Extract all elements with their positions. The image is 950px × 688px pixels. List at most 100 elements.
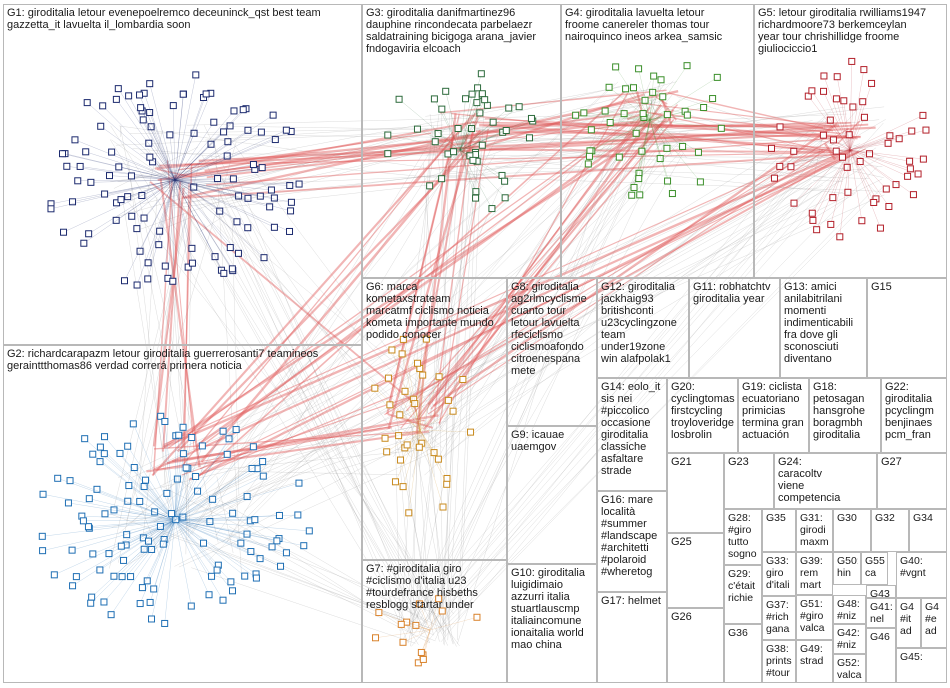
node-g6[interactable] (449, 407, 457, 415)
node-g2[interactable] (66, 477, 74, 485)
node-g1[interactable] (59, 150, 67, 158)
group-cell-g15[interactable]: G15 (867, 278, 947, 378)
node-g2[interactable] (39, 547, 47, 555)
group-cell-g38[interactable]: G38: prints #tour (762, 640, 796, 683)
node-g3[interactable] (472, 194, 480, 202)
node-g3[interactable] (431, 138, 439, 146)
node-g6[interactable] (403, 441, 411, 449)
node-g5[interactable] (844, 188, 852, 196)
node-g4[interactable] (572, 111, 580, 119)
node-g4[interactable] (622, 85, 630, 93)
node-g6[interactable] (415, 443, 423, 451)
node-g5[interactable] (919, 155, 927, 163)
node-g2[interactable] (144, 537, 152, 545)
node-g2[interactable] (179, 450, 187, 458)
node-g5[interactable] (870, 198, 878, 206)
node-g1[interactable] (233, 218, 241, 226)
node-g1[interactable] (267, 186, 275, 194)
node-g4[interactable] (639, 110, 647, 118)
node-g6[interactable] (434, 455, 442, 463)
node-g5[interactable] (820, 72, 828, 80)
node-g4[interactable] (683, 62, 691, 70)
group-cell-g41[interactable]: G41: nel (866, 598, 896, 628)
node-g1[interactable] (234, 249, 242, 257)
node-g1[interactable] (138, 191, 146, 199)
node-g4[interactable] (663, 111, 671, 119)
node-g3[interactable] (476, 109, 484, 117)
node-g1[interactable] (226, 122, 234, 130)
node-g1[interactable] (133, 281, 141, 289)
node-g2[interactable] (173, 475, 181, 483)
group-cell-g19[interactable]: G19: ciclista ecuatoriano primicias term… (738, 378, 809, 453)
node-g6[interactable] (383, 448, 391, 456)
node-g1[interactable] (115, 163, 123, 171)
node-g2[interactable] (228, 587, 236, 595)
node-g2[interactable] (199, 539, 207, 547)
node-g5[interactable] (914, 170, 922, 178)
node-g1[interactable] (112, 95, 120, 103)
node-g2[interactable] (81, 435, 89, 443)
node-g1[interactable] (235, 192, 243, 200)
node-g5[interactable] (832, 147, 840, 155)
group-cell-g21[interactable]: G21 (667, 453, 724, 533)
node-g1[interactable] (47, 205, 55, 213)
node-g3[interactable] (468, 90, 476, 98)
node-g2[interactable] (229, 509, 237, 517)
node-g1[interactable] (128, 212, 136, 220)
node-g1[interactable] (144, 275, 152, 283)
node-g1[interactable] (202, 90, 210, 98)
node-g1[interactable] (127, 172, 135, 180)
node-g3[interactable] (477, 70, 485, 78)
node-g6[interactable] (381, 434, 389, 442)
node-g2[interactable] (248, 464, 256, 472)
node-g1[interactable] (140, 214, 148, 222)
node-g4[interactable] (638, 147, 646, 155)
node-g2[interactable] (96, 443, 104, 451)
node-g2[interactable] (84, 523, 92, 531)
node-g2[interactable] (150, 585, 158, 593)
node-g1[interactable] (287, 207, 295, 215)
group-cell-g11[interactable]: G11: robhatchtv giroditalia year (689, 278, 780, 378)
group-cell-g37[interactable]: G37: #rich gana (762, 596, 796, 640)
node-g2[interactable] (125, 482, 133, 490)
node-g2[interactable] (241, 572, 249, 580)
node-g2[interactable] (110, 506, 118, 514)
node-g1[interactable] (112, 216, 120, 224)
group-cell-g42[interactable]: G42: #niz (833, 624, 866, 654)
node-g3[interactable] (515, 103, 523, 111)
group-cell-g50[interactable]: G50: hin (833, 552, 861, 585)
node-g2[interactable] (68, 546, 76, 554)
node-g6[interactable] (386, 401, 394, 409)
node-g6[interactable] (399, 483, 407, 491)
node-g7[interactable] (473, 613, 481, 621)
node-g1[interactable] (188, 244, 196, 252)
node-g1[interactable] (99, 102, 107, 110)
node-g3[interactable] (384, 131, 392, 139)
node-g2[interactable] (268, 543, 276, 551)
node-g1[interactable] (286, 227, 294, 235)
group-cell-g35[interactable]: G35 (762, 509, 796, 552)
node-g1[interactable] (230, 107, 238, 115)
node-g6[interactable] (405, 509, 413, 517)
node-g2[interactable] (168, 510, 176, 518)
node-g1[interactable] (229, 175, 237, 183)
node-g6[interactable] (422, 335, 430, 343)
node-g5[interactable] (767, 144, 775, 152)
node-g1[interactable] (117, 196, 125, 204)
node-g2[interactable] (251, 516, 259, 524)
node-g5[interactable] (860, 113, 868, 121)
group-cell-g28[interactable]: G28: #giro tutto sogno (724, 509, 762, 565)
node-g5[interactable] (787, 163, 795, 171)
node-g5[interactable] (840, 97, 848, 105)
node-g2[interactable] (259, 458, 267, 466)
node-g4[interactable] (585, 152, 593, 160)
node-g1[interactable] (80, 239, 88, 247)
node-g1[interactable] (120, 277, 128, 285)
node-g3[interactable] (488, 205, 496, 213)
node-g2[interactable] (146, 598, 154, 606)
node-g2[interactable] (143, 577, 151, 585)
node-g1[interactable] (239, 106, 247, 114)
node-g1[interactable] (266, 203, 274, 211)
node-g4[interactable] (696, 178, 704, 186)
node-g2[interactable] (294, 511, 302, 519)
